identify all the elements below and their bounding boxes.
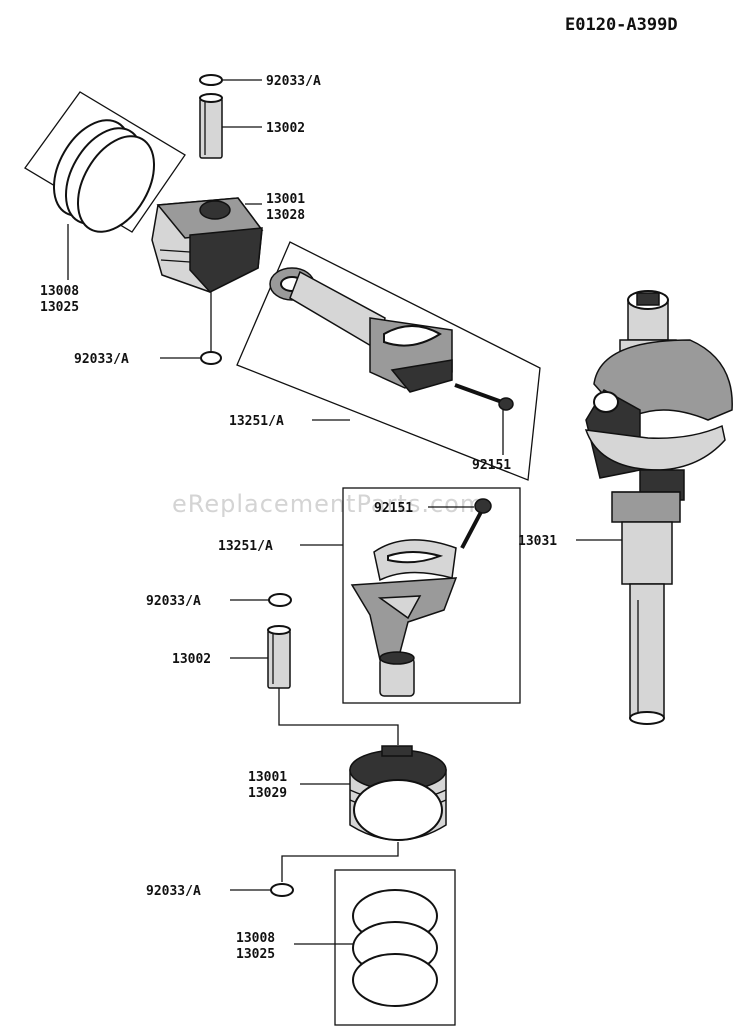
label-circlip-top: 92033/A <box>266 74 321 89</box>
bolt-top-part <box>454 383 514 411</box>
bolt-bottom-part <box>460 498 492 549</box>
circlip-mid-part <box>200 351 222 365</box>
label-bolt-top: 92151 <box>472 458 511 473</box>
watermark: eReplacementParts.com <box>172 490 484 518</box>
piston-rings-top-part <box>53 119 155 233</box>
piston-pin-top-part <box>199 93 223 159</box>
label-piston-bottom-1: 13001 <box>248 770 287 785</box>
label-circlip-mid: 92033/A <box>74 352 129 367</box>
leader-line <box>278 688 399 745</box>
label-pin-bottom: 13002 <box>172 652 211 667</box>
piston-pin-bottom-part <box>267 625 291 689</box>
label-rings-bottom-2: 13025 <box>236 947 275 962</box>
crankshaft-part <box>584 290 733 725</box>
piston-bottom-part <box>349 745 447 841</box>
label-circlip-bottom: 92033/A <box>146 884 201 899</box>
label-circlip-lower: 92033/A <box>146 594 201 609</box>
label-pin-top: 13002 <box>266 121 305 136</box>
circlip-top-part <box>199 74 223 86</box>
piston-rings-bottom-part <box>352 889 438 1007</box>
label-rod-top: 13251/A <box>229 414 284 429</box>
leader-line <box>281 842 399 882</box>
connecting-rod-bottom-part <box>350 539 458 697</box>
circlip-lower-part <box>268 593 292 607</box>
label-rings-bottom-1: 13008 <box>236 931 275 946</box>
label-piston-top-1: 13001 <box>266 192 305 207</box>
label-crankshaft: 13031 <box>518 534 557 549</box>
rings-bottom-box <box>334 869 456 1026</box>
piston-top-part <box>151 197 264 293</box>
connecting-rod-top-part <box>269 267 453 393</box>
label-rings-top-1: 13008 <box>40 284 79 299</box>
label-rod-bottom: 13251/A <box>218 539 273 554</box>
rod-bottom-box <box>342 487 521 704</box>
circlip-bottom-part <box>270 883 294 897</box>
diagram-id: E0120-A399D <box>565 15 678 35</box>
label-piston-top-2: 13028 <box>266 208 305 223</box>
label-rings-top-2: 13025 <box>40 300 79 315</box>
label-piston-bottom-2: 13029 <box>248 786 287 801</box>
label-bolt-bottom: 92151 <box>374 501 413 516</box>
